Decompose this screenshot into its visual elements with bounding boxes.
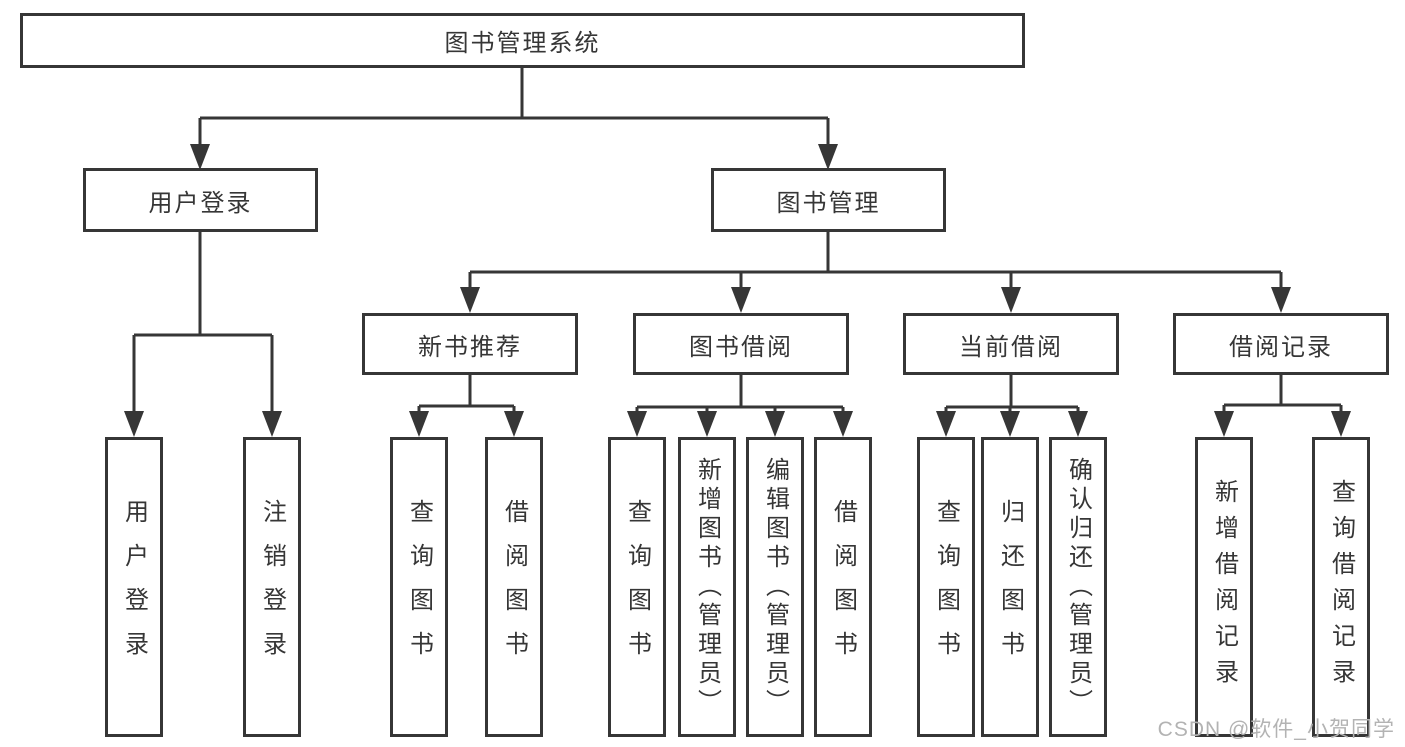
node-label: 图书管理 <box>776 189 881 217</box>
node-label: 图书借阅 <box>689 333 793 361</box>
leaf-add-books-admin: 新增图书（管理员） <box>678 437 736 737</box>
leaf-borrow-books: 借阅图书 <box>814 437 872 737</box>
node-label: 当前借阅 <box>959 333 1063 361</box>
leaf-user-login: 用户登录 <box>105 437 163 737</box>
node-system-root: 图书管理系统 <box>20 13 1025 68</box>
node-label: 新书推荐 <box>418 333 522 361</box>
node-book-management: 图书管理 <box>711 168 946 232</box>
leaf-label: 用户登录 <box>120 499 148 675</box>
leaf-label: 查询图书 <box>932 499 960 675</box>
arrowheads <box>124 144 1351 437</box>
node-label: 用户登录 <box>148 189 253 217</box>
leaf-query-books-current: 查询图书 <box>917 437 975 737</box>
node-label: 图书管理系统 <box>444 30 601 57</box>
leaf-label: 确认归还（管理员） <box>1064 456 1092 718</box>
watermark: CSDN @软件_小贺同学 <box>1157 718 1395 741</box>
node-borrow-records: 借阅记录 <box>1173 313 1389 375</box>
leaf-label: 查询图书 <box>405 499 433 675</box>
leaf-query-books-recommend: 查询图书 <box>390 437 448 737</box>
leaf-label: 查询借阅记录 <box>1327 479 1355 695</box>
leaf-label: 新增图书（管理员） <box>693 456 721 718</box>
leaf-add-borrow-record: 新增借阅记录 <box>1195 437 1253 737</box>
leaf-label: 借阅图书 <box>500 499 528 675</box>
node-book-borrow: 图书借阅 <box>633 313 849 375</box>
leaf-logout: 注销登录 <box>243 437 301 737</box>
leaf-query-books-borrow: 查询图书 <box>608 437 666 737</box>
node-current-borrow: 当前借阅 <box>903 313 1119 375</box>
node-user-login: 用户登录 <box>83 168 318 232</box>
leaf-query-borrow-record: 查询借阅记录 <box>1312 437 1370 737</box>
leaf-label: 借阅图书 <box>829 499 857 675</box>
leaf-confirm-return-admin: 确认归还（管理员） <box>1049 437 1107 737</box>
leaf-label: 查询图书 <box>623 499 651 675</box>
leaf-label: 注销登录 <box>258 499 286 675</box>
node-label: 借阅记录 <box>1229 333 1333 361</box>
leaf-edit-books-admin: 编辑图书（管理员） <box>746 437 804 737</box>
leaf-label: 归还图书 <box>996 499 1024 675</box>
leaf-label: 编辑图书（管理员） <box>761 456 789 718</box>
leaf-label: 新增借阅记录 <box>1210 479 1238 695</box>
leaf-return-books: 归还图书 <box>981 437 1039 737</box>
node-new-book-recommend: 新书推荐 <box>362 313 578 375</box>
leaf-borrow-books-recommend: 借阅图书 <box>485 437 543 737</box>
